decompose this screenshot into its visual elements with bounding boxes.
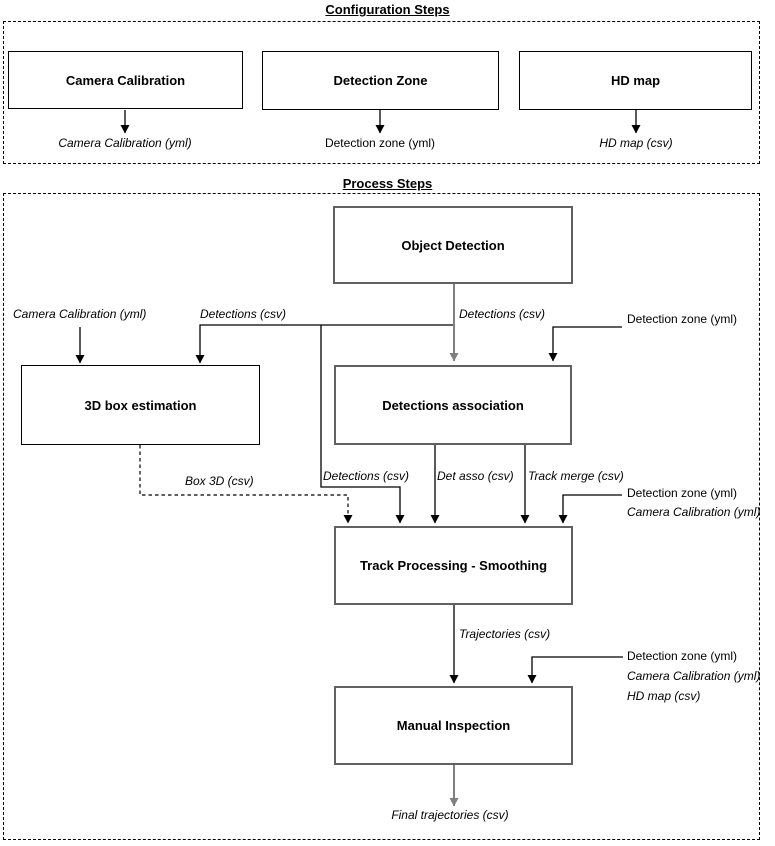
label-detection-zone-yml-right-3: Detection zone (yml)	[627, 649, 738, 663]
label-camera-calibration-yml-left: Camera Calibration (yml)	[13, 307, 147, 321]
label-det-asso-csv: Det asso (csv)	[437, 469, 514, 483]
configuration-steps-container	[3, 21, 760, 164]
node-camera-calibration-label: Camera Calibration	[65, 72, 186, 88]
node-camera-calibration: Camera Calibration	[8, 51, 243, 109]
label-final-trajectories-csv: Final trajectories (csv)	[391, 808, 509, 822]
label-detections-csv-lower: Detections (csv)	[323, 469, 410, 483]
node-manual-inspection-label: Manual Inspection	[396, 718, 511, 733]
label-detection-zone-yml-right-2: Detection zone (yml)	[627, 486, 738, 500]
node-detection-zone-label: Detection Zone	[333, 73, 428, 88]
label-camera-calibration-yml-right-2: Camera Calibration (yml)	[627, 505, 761, 519]
label-detections-csv-left: Detections (csv)	[200, 307, 287, 321]
label-box-3d-csv: Box 3D (csv)	[185, 474, 254, 488]
node-object-detection-label: Object Detection	[401, 237, 505, 253]
node-manual-inspection: Manual Inspection	[334, 686, 573, 765]
node-track-processing-label: Track Processing - Smoothing	[359, 558, 548, 573]
label-camera-calibration-yml-config: Camera Calibration (yml)	[58, 136, 192, 150]
node-hd-map-label: HD map	[610, 73, 661, 88]
node-object-detection: Object Detection	[333, 206, 573, 284]
label-detection-zone-yml-config: Detection zone (yml)	[324, 136, 436, 150]
node-track-processing: Track Processing - Smoothing	[334, 526, 573, 605]
node-detections-association: Detections association	[334, 365, 572, 445]
label-trajectories-csv: Trajectories (csv)	[459, 627, 551, 641]
label-hd-map-csv-right-3: HD map (csv)	[627, 689, 701, 703]
label-detections-csv-center: Detections (csv)	[459, 307, 546, 321]
process-steps-title: Process Steps	[342, 176, 433, 191]
label-detection-zone-yml-right-1: Detection zone (yml)	[627, 312, 738, 326]
label-hd-map-csv-config: HD map (csv)	[599, 136, 673, 150]
node-3d-box-estimation: 3D box estimation	[21, 365, 260, 445]
label-camera-calibration-yml-right-3: Camera Calibration (yml)	[627, 669, 761, 683]
label-track-merge-csv: Track merge (csv)	[528, 469, 624, 483]
node-detection-zone: Detection Zone	[262, 51, 499, 110]
node-detections-association-label: Detections association	[382, 397, 524, 413]
node-3d-box-estimation-label: 3D box estimation	[84, 397, 197, 413]
node-hd-map: HD map	[519, 51, 752, 110]
process-steps-container	[3, 193, 760, 840]
configuration-steps-title: Configuration Steps	[325, 2, 450, 17]
